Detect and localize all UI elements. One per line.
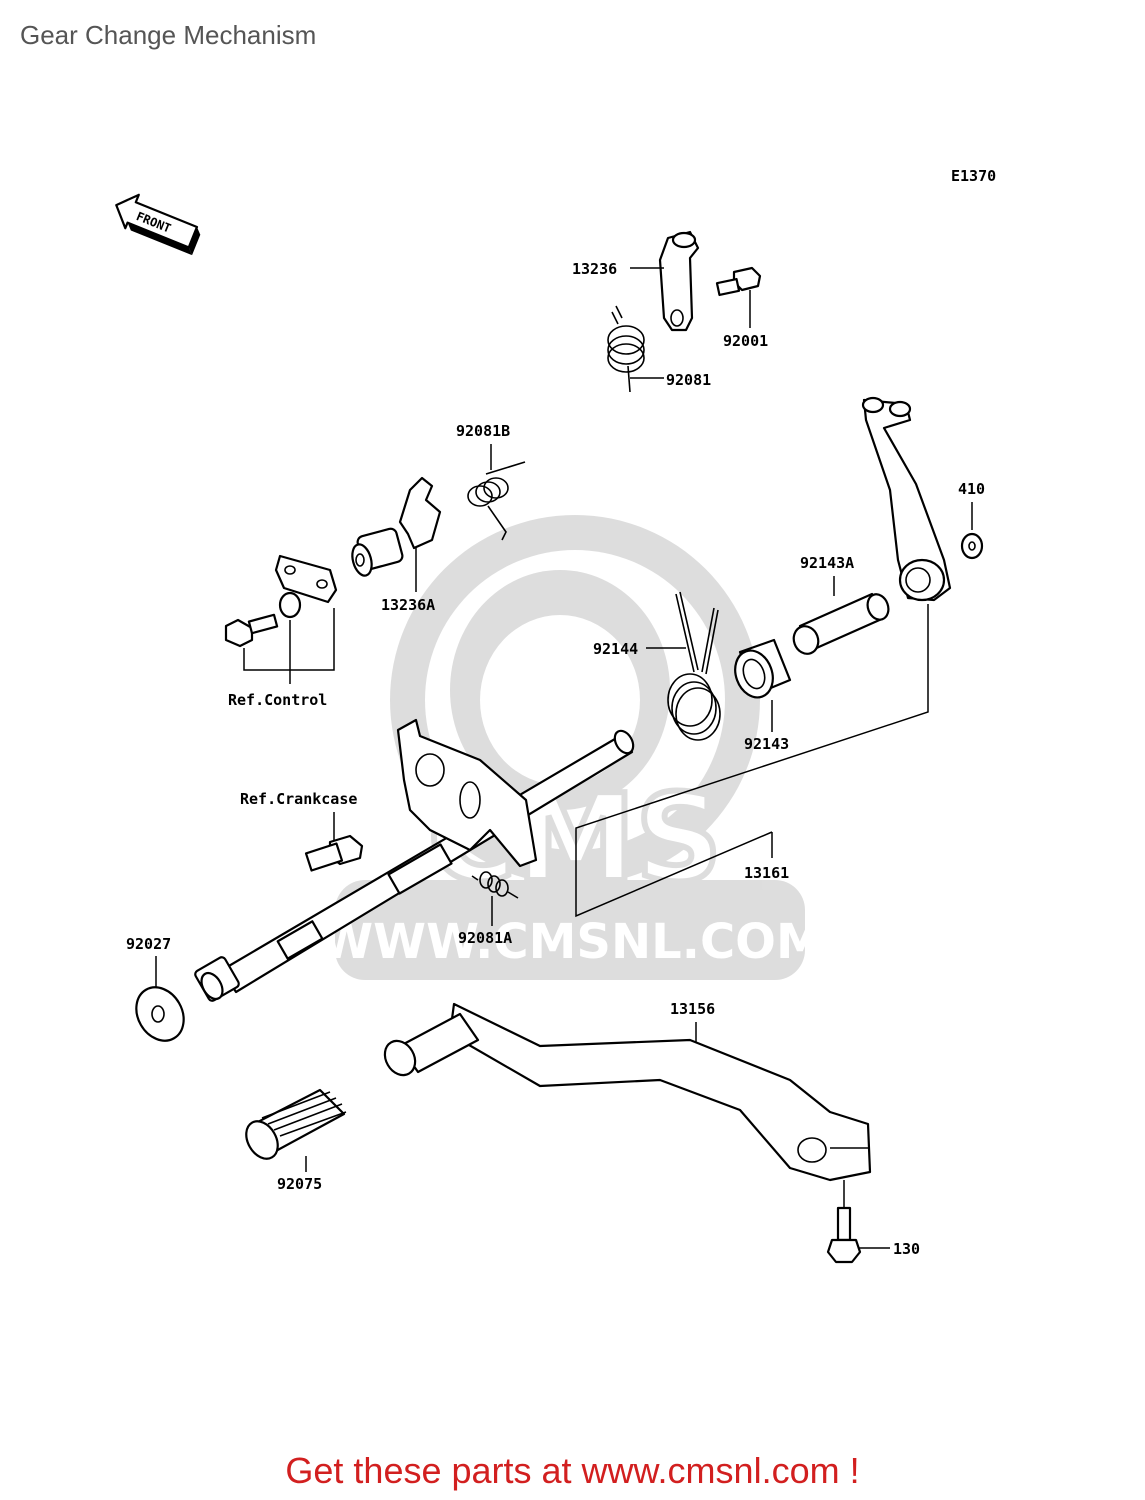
label-130: 130	[893, 1240, 920, 1258]
part-92144-spring	[667, 591, 721, 741]
part-ref-control-plate	[274, 554, 338, 604]
part-link-arm	[861, 396, 952, 602]
label-13236A: 13236A	[381, 596, 435, 614]
part-92081A-spring	[471, 871, 519, 899]
watermark-url: WWW.CMSNL.COM	[320, 914, 824, 970]
leader-13161	[575, 604, 929, 918]
label-13156: 13156	[670, 1000, 715, 1018]
part-ref-control-bolt	[224, 613, 279, 648]
watermark: CMS WWW.CMSNL.COM	[320, 515, 824, 980]
part-13156-pedal	[383, 1002, 872, 1182]
part-13161-shaft	[194, 718, 635, 1002]
part-92143-bushing	[734, 638, 792, 699]
label-ref-control: Ref.Control	[228, 691, 327, 709]
label-92143A: 92143A	[800, 554, 854, 572]
label-92001: 92001	[723, 332, 768, 350]
diagram-code: E1370	[951, 167, 996, 185]
label-410: 410	[958, 480, 985, 498]
label-92143: 92143	[744, 735, 789, 753]
part-13236-lever	[658, 230, 700, 332]
page-title: Gear Change Mechanism	[20, 20, 317, 50]
part-ref-control-washer	[278, 591, 302, 619]
part-13236A-arm	[351, 476, 442, 577]
front-arrow-icon: FRONT	[115, 193, 201, 256]
label-ref-crankcase: Ref.Crankcase	[240, 790, 357, 808]
part-ref-crankcase-pin	[304, 834, 364, 872]
footer-cta-link[interactable]: Get these parts at www.cmsnl.com !	[285, 1450, 860, 1491]
part-92075-rubber	[245, 1088, 347, 1160]
label-92027: 92027	[126, 935, 171, 953]
label-92081A: 92081A	[458, 929, 512, 947]
part-92081-spring	[607, 305, 645, 393]
leader-ref-control-a	[243, 608, 335, 671]
label-92144: 92144	[593, 640, 638, 658]
label-92081B: 92081B	[456, 422, 510, 440]
part-92143A-collar	[792, 592, 890, 655]
label-13161: 13161	[744, 864, 789, 882]
label-92075: 92075	[277, 1175, 322, 1193]
label-92081: 92081	[666, 371, 711, 389]
part-130-bolt	[826, 1206, 862, 1264]
part-92001-bolt	[715, 266, 762, 297]
label-13236: 13236	[572, 260, 617, 278]
part-410-washer	[960, 532, 984, 560]
part-92027-washer	[135, 986, 185, 1042]
part-92081B-spring	[467, 461, 526, 541]
